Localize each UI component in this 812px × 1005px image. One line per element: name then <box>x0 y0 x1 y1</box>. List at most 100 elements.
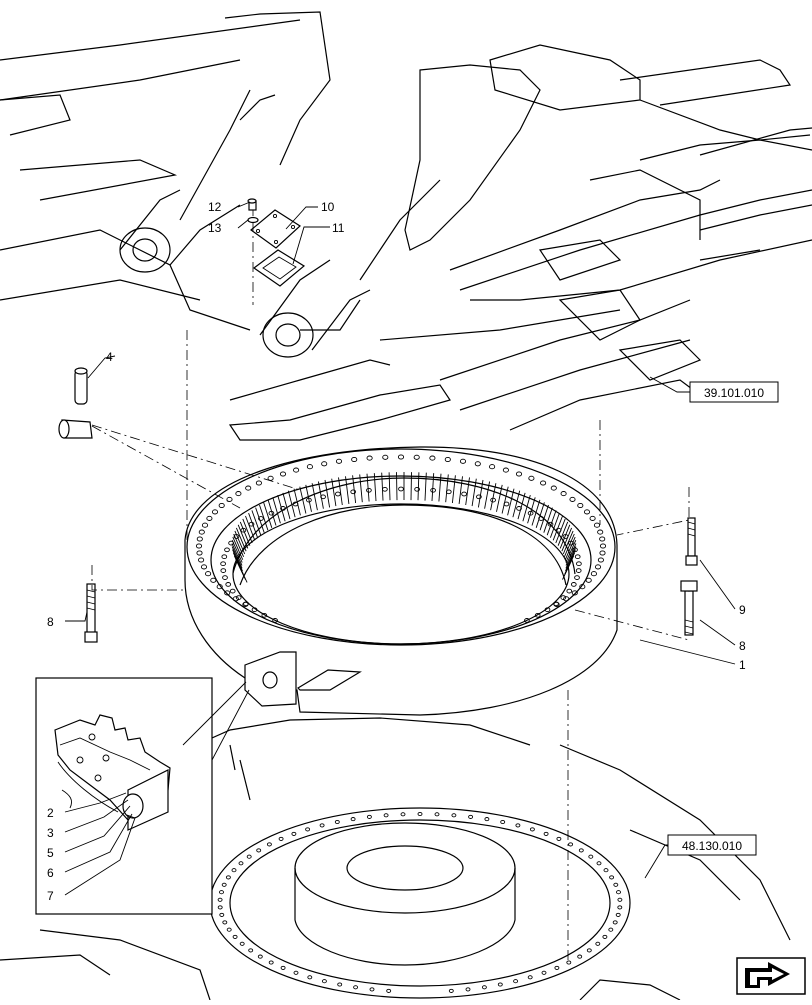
bolt-hole <box>196 536 203 542</box>
bolt-hole <box>235 491 242 497</box>
cut-face-left <box>244 651 297 707</box>
gear-tooth <box>565 549 576 572</box>
bolt-hole <box>583 509 591 515</box>
bolt-hole <box>574 575 580 580</box>
bolt-hole <box>570 582 577 587</box>
bolt-hole <box>224 547 230 553</box>
bolt-hole <box>608 927 614 932</box>
gear-tooth <box>512 490 521 518</box>
next-page-arrow-icon[interactable] <box>736 957 806 995</box>
bolt-hole <box>257 954 263 959</box>
bolt-hole <box>243 601 249 607</box>
callout-1: 1 <box>739 658 746 672</box>
bolt-hole <box>577 502 584 509</box>
bolt-hole <box>238 861 244 866</box>
bolt-hole <box>612 920 618 925</box>
access-cover-parts <box>247 198 306 305</box>
bolt-hole <box>225 875 231 880</box>
bolt-hole <box>597 557 604 563</box>
callout-10: 10 <box>321 200 335 214</box>
bolt-hole <box>229 588 236 594</box>
bolt-hole <box>602 934 608 939</box>
gear-tooth <box>543 507 553 533</box>
reference-bottom[interactable]: 48.130.010 <box>667 834 757 856</box>
bolt-hole <box>217 897 223 902</box>
bolt-hole <box>248 948 254 953</box>
bolt-hole <box>596 861 602 866</box>
bolt-hole <box>335 491 341 497</box>
bolt-hole <box>239 941 245 946</box>
bolt-hole <box>382 454 389 460</box>
gear-tooth <box>267 499 277 526</box>
base-bolt-holes <box>217 811 623 993</box>
bolt-hole <box>515 823 521 828</box>
bolt-hole <box>233 534 240 539</box>
bolt-left-8 <box>84 583 98 643</box>
gear-tooth <box>535 502 545 528</box>
gear-tooth <box>531 499 541 526</box>
gear-tooth <box>231 540 243 563</box>
bolt-hole <box>258 516 264 521</box>
gear-tooth <box>445 474 449 503</box>
cut-face-right <box>297 669 362 691</box>
bolt-hole <box>232 596 239 602</box>
bolt-hole <box>543 831 549 836</box>
callout-labels: 1 2 3 4 5 6 7 8 8 9 10 11 12 13 <box>47 200 746 903</box>
bolt-hole <box>400 812 406 817</box>
gear-tooth <box>366 473 370 502</box>
bolt-hole <box>224 590 231 596</box>
bolt-hole <box>231 868 237 873</box>
callout-13: 13 <box>208 221 222 235</box>
bolt-hole <box>609 875 615 880</box>
bolt-hole <box>534 612 541 618</box>
bolt-hole <box>459 458 467 464</box>
bolt-hole <box>555 527 562 533</box>
gear-tooth <box>231 546 243 569</box>
bolt-hole <box>617 897 623 902</box>
bolt-hole <box>589 515 596 521</box>
bolt-hole <box>232 934 238 939</box>
bolt-hole <box>386 988 392 993</box>
gear-tooth <box>373 473 377 502</box>
bolt-hole <box>210 577 217 583</box>
bolt-hole <box>218 502 225 509</box>
bolt-hole <box>398 486 404 492</box>
gear-tooth <box>458 476 463 504</box>
bolt-hole <box>211 509 219 515</box>
bolt-hole <box>489 464 496 470</box>
bolt-hole <box>599 536 606 542</box>
gear-tooth <box>507 488 515 516</box>
bolt-hole <box>599 550 606 556</box>
bolt-hole <box>397 454 405 460</box>
upper-frame <box>0 11 812 441</box>
gear-tooth <box>277 494 286 522</box>
gear-tooth <box>565 543 577 566</box>
bolt-hole <box>540 480 547 486</box>
bolt-hole <box>222 575 228 580</box>
bolt-hole <box>306 464 313 470</box>
gear-tooth <box>501 486 509 514</box>
detail-inset <box>35 677 250 915</box>
bolt-hole <box>248 521 255 527</box>
bolt-hole <box>268 510 275 516</box>
bolt-hole <box>206 515 213 521</box>
bolt-hole <box>529 827 535 832</box>
gear-tooth <box>565 546 577 569</box>
bolt-hole <box>220 561 226 567</box>
bolt-hole <box>279 471 287 477</box>
bolt-hole <box>350 817 356 822</box>
bolt-hole <box>527 510 534 516</box>
gear-tooth <box>562 558 573 580</box>
bolt-hole <box>563 596 570 602</box>
bolt-hole <box>594 564 602 570</box>
bolt-hole <box>586 948 592 953</box>
bolt-hole <box>593 522 601 528</box>
bolt-hole <box>200 564 208 570</box>
bolt-hole <box>468 814 474 819</box>
bolt-hole <box>235 595 242 600</box>
gear-tooth <box>471 478 477 507</box>
bolt-hole <box>217 905 223 910</box>
reference-top[interactable]: 39.101.010 <box>689 381 779 403</box>
